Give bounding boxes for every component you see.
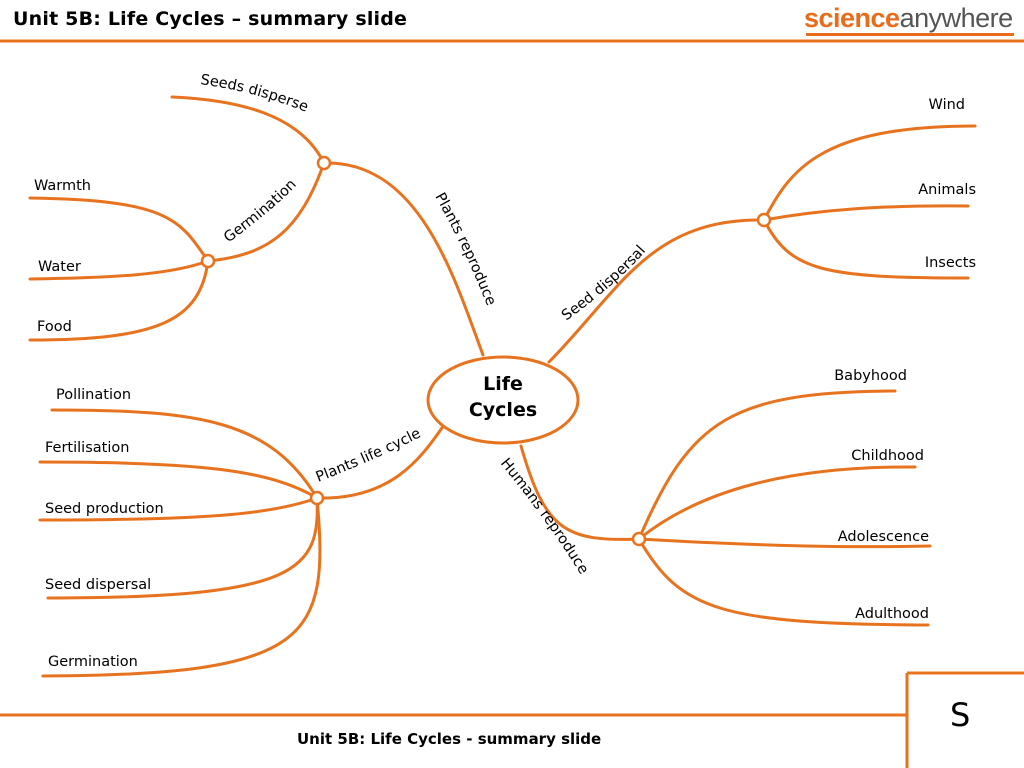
leaf-line-insects — [762, 218, 970, 280]
leaf-label-adulthood: Adulthood — [855, 606, 929, 622]
leaf-line-seed-production — [38, 496, 319, 522]
leaf-line-germination — [41, 496, 322, 678]
center-node — [426, 355, 580, 445]
corner-letter: S — [950, 696, 971, 734]
leaf-label-insects: Insects — [925, 255, 976, 271]
center-label-line2: Cycles — [469, 399, 537, 421]
leaf-line-fertilisation — [38, 460, 319, 500]
leaf-label-fertilisation: Fertilisation — [45, 440, 129, 456]
footer-title: Unit 5B: Life Cycles - summary slide — [297, 730, 602, 748]
leaf-line-seed-dispersal — [46, 496, 319, 600]
leaf-label-childhood: Childhood — [851, 448, 924, 464]
leaf-line-animals — [762, 204, 970, 222]
junction-node — [631, 531, 647, 547]
logo-part-science: science — [804, 3, 900, 33]
logo-part-anywhere: anywhere — [899, 3, 1014, 33]
branch-seeds-disperse — [170, 95, 326, 165]
leaf-label-warmth: Warmth — [34, 178, 91, 194]
leaf-label-water: Water — [38, 259, 81, 275]
leaf-line-warmth — [28, 196, 210, 263]
leaf-line-water — [28, 259, 210, 281]
leaf-line-adulthood — [637, 537, 930, 627]
leaf-line-childhood — [637, 465, 917, 541]
leaf-line-babyhood — [637, 389, 897, 541]
leaf-label-adolescence: Adolescence — [838, 529, 929, 545]
leaf-label-seed-dispersal: Seed dispersal — [45, 577, 151, 593]
branch-label-germination: Germination — [221, 177, 300, 247]
leaf-label-animals: Animals — [918, 182, 976, 198]
leaf-label-seed-production: Seed production — [45, 501, 164, 517]
branch-label-plants-life-cycle: Plants life cycle — [314, 426, 424, 486]
branch-plants-life-cycle — [315, 423, 446, 500]
leaf-label-germination: Germination — [48, 654, 138, 670]
center-label-line1: Life — [483, 373, 523, 395]
junction-node — [309, 490, 325, 506]
leaf-line-wind — [762, 124, 977, 222]
logo-underline — [806, 33, 1014, 36]
branch-humans-reproduce — [519, 444, 641, 541]
branch-seed-dispersal — [547, 218, 766, 364]
branch-label-humans-reproduce: Humans reproduce — [497, 456, 591, 578]
junction-node — [756, 212, 772, 228]
branch-plants-reproduce — [322, 161, 485, 357]
branch-germination — [206, 161, 326, 263]
leaf-line-food — [28, 259, 210, 342]
junction-node — [316, 155, 332, 171]
leaf-line-pollination — [50, 408, 319, 500]
leaf-label-food: Food — [37, 319, 72, 335]
junction-node — [200, 253, 216, 269]
branch-label-seed-dispersal: Seed dispersal — [559, 243, 649, 324]
leaf-label-babyhood: Babyhood — [834, 368, 907, 384]
science-anywhere-logo: scienceanywhere — [804, 3, 1013, 34]
leaf-line-adolescence — [637, 537, 932, 549]
page-title: Unit 5B: Life Cycles – summary slide — [13, 8, 408, 30]
leaf-label-pollination: Pollination — [56, 387, 131, 403]
leaf-label-wind: Wind — [929, 97, 965, 113]
